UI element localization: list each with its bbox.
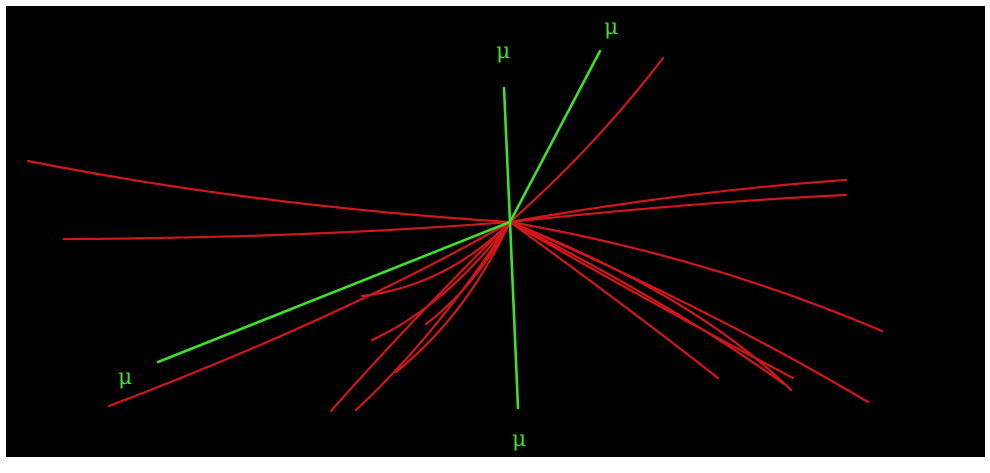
hadron-track bbox=[107, 220, 512, 408]
particle-tracks-diagram: μ μ μ μ bbox=[26, 15, 884, 452]
hadron-track bbox=[329, 220, 512, 413]
muon-label-top: μ bbox=[496, 39, 510, 64]
hadron-track bbox=[62, 220, 512, 241]
hadron-track bbox=[394, 220, 512, 374]
hadron-tracks-group bbox=[26, 56, 884, 413]
hadron-track bbox=[508, 220, 720, 380]
hadron-track bbox=[26, 159, 512, 224]
hadron-track bbox=[370, 220, 512, 342]
hadron-track bbox=[508, 220, 795, 380]
muon-label-left: μ bbox=[118, 365, 132, 390]
hadron-track bbox=[508, 220, 786, 386]
hadron-track bbox=[508, 220, 793, 392]
muon-labels-group: μ μ μ μ bbox=[118, 15, 618, 452]
muon-label-bottom: μ bbox=[512, 427, 526, 452]
hadron-track bbox=[360, 220, 512, 298]
hadron-track bbox=[508, 220, 884, 333]
muon-track bbox=[502, 86, 512, 224]
muon-tracks-group bbox=[156, 49, 602, 410]
hadron-track bbox=[508, 56, 665, 224]
hadron-track bbox=[424, 220, 512, 326]
hadron-track bbox=[354, 220, 512, 412]
hadron-track bbox=[508, 178, 848, 224]
event-display: μ μ μ μ bbox=[6, 6, 985, 457]
muon-track bbox=[508, 220, 520, 410]
muon-track bbox=[508, 49, 602, 224]
muon-label-top-right: μ bbox=[604, 15, 618, 40]
muon-track bbox=[156, 220, 512, 364]
hadron-track bbox=[508, 193, 848, 224]
